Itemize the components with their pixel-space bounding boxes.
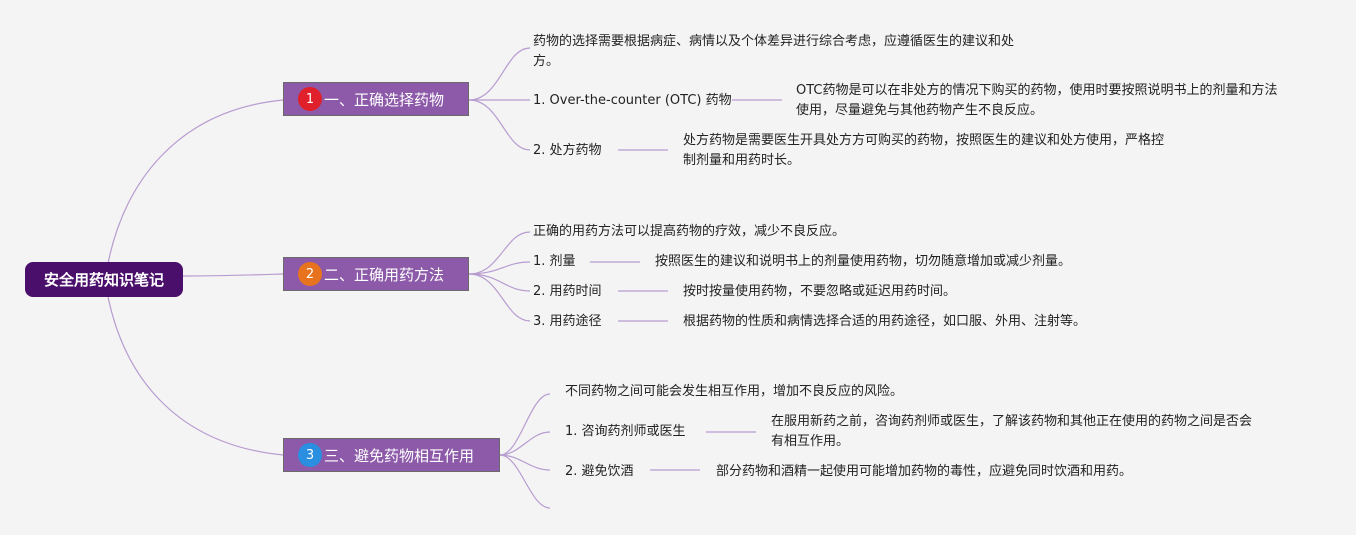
branch-label-2: 二、正确用药方法 (324, 265, 445, 284)
number-badge-1: 1 (298, 87, 322, 111)
branch-2-intro: 正确的用药方法可以提高药物的疗效，减少不良反应。 (533, 224, 846, 239)
branch-3-item-1-label: 1. 咨询药剂师或医生 (565, 424, 686, 439)
link-b2-intro (468, 231, 531, 275)
link-b2-item2 (468, 273, 531, 292)
link-root-branch-2 (182, 273, 284, 277)
branch-1-item-1-label: 1. Over-the-counter (OTC) 药物 (533, 93, 732, 108)
link-b3-intro (499, 393, 551, 456)
branch-node-1[interactable]: 1 一、正确选择药物 (283, 82, 469, 116)
branch-2-item-1-label: 1. 剂量 (533, 254, 576, 269)
link-root-branch-1 (104, 99, 284, 281)
link-root-branch-3 (104, 279, 284, 456)
branch-2-item-3-label: 3. 用药途径 (533, 314, 602, 329)
root-node[interactable]: 安全用药知识笔记 (25, 262, 183, 297)
branch-label-3: 三、避免药物相互作用 (324, 446, 475, 465)
link-b1-intro (468, 47, 531, 101)
branch-3-intro: 不同药物之间可能会发生相互作用，增加不良反应的风险。 (565, 384, 904, 399)
branch-3-item-2-detail: 部分药物和酒精一起使用可能增加药物的毒性，应避免同时饮酒和用药。 (716, 464, 1133, 479)
branch-3-item-2-label: 2. 避免饮酒 (565, 464, 634, 479)
branch-2-item-1-detail: 按照医生的建议和说明书上的剂量使用药物，切勿随意增加或减少剂量。 (655, 254, 1072, 269)
branch-2-item-2-detail: 按时按量使用药物，不要忽略或延迟用药时间。 (683, 284, 957, 299)
branch-1-item-2-detail: 处方药物是需要医生开具处方方可购买的药物，按照医生的建议和处方使用，严格控制剂量… (683, 133, 1165, 168)
branch-1-intro: 药物的选择需要根据病症、病情以及个体差异进行综合考虑，应遵循医生的建议和处方。 (533, 34, 1015, 69)
link-b3-item1 (499, 431, 551, 456)
link-b1-item2 (468, 99, 531, 151)
branch-node-3[interactable]: 3 三、避免药物相互作用 (283, 438, 500, 472)
link-b2-item1 (468, 261, 531, 275)
branch-label-1: 一、正确选择药物 (324, 90, 445, 109)
branch-2-item-2-label: 2. 用药时间 (533, 284, 602, 299)
branch-1-item-2-label: 2. 处方药物 (533, 143, 602, 158)
link-b3-empty (499, 454, 551, 509)
number-badge-3: 3 (298, 443, 322, 467)
branch-1-item-1-detail: OTC药物是可以在非处方的情况下购买的药物，使用时要按照说明书上的剂量和方法使用… (796, 83, 1278, 118)
branch-node-2[interactable]: 2 二、正确用药方法 (283, 257, 469, 291)
link-b2-item3 (468, 273, 531, 322)
branch-2-item-3-detail: 根据药物的性质和病情选择合适的用药途径，如口服、外用、注射等。 (683, 314, 1087, 329)
root-title: 安全用药知识笔记 (43, 271, 164, 289)
number-badge-2: 2 (298, 262, 322, 286)
branch-3-item-1-detail: 在服用新药之前，咨询药剂师或医生，了解该药物和其他正在使用的药物之间是否会有相互… (771, 414, 1253, 449)
